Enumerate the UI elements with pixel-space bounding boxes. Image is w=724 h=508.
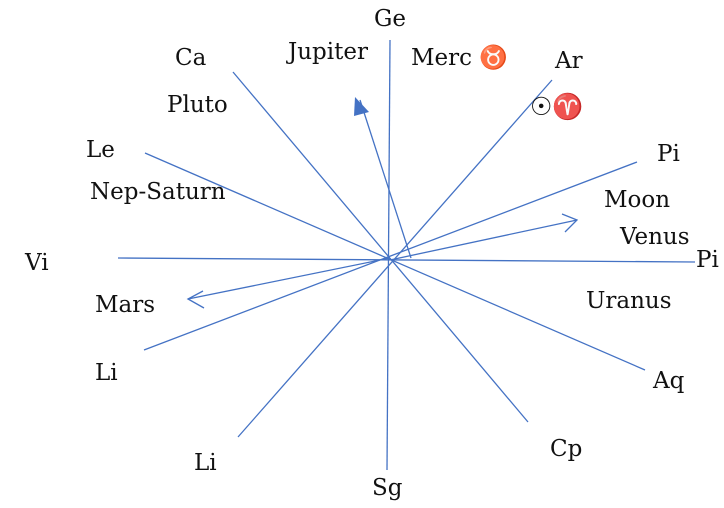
label-moon: Moon <box>604 187 671 213</box>
label-sg: Sg <box>372 475 403 501</box>
label-ar: Ar <box>555 48 583 74</box>
label-sun-aries: ☉♈ <box>530 92 584 121</box>
label-aq: Aq <box>653 368 685 394</box>
arrow-jupiter-head <box>354 97 369 116</box>
label-pi-right: Pi <box>696 247 719 273</box>
label-jupiter: Jupiter <box>288 39 368 65</box>
label-mars: Mars <box>95 292 156 318</box>
spoke-ca-cp <box>232 71 529 423</box>
spoke-pi-li <box>143 161 638 351</box>
label-ge: Ge <box>374 6 406 32</box>
label-venus: Venus <box>620 224 690 250</box>
arrow-mars <box>187 257 391 300</box>
arrow-moon <box>389 219 578 261</box>
arrow-jupiter <box>359 99 412 259</box>
spoke-vi-pi <box>117 257 696 263</box>
label-cp: Cp <box>550 436 583 462</box>
label-nep-saturn: Nep-Saturn <box>90 179 226 205</box>
arrow-moon-head <box>561 213 579 233</box>
label-pi-upper: Pi <box>657 141 680 167</box>
spoke-ge-sg <box>386 39 391 471</box>
label-pluto: Pluto <box>167 92 228 118</box>
label-le: Le <box>86 137 115 163</box>
label-uranus: Uranus <box>586 288 672 314</box>
arrow-mars-head <box>186 290 205 309</box>
label-li-left: Li <box>95 360 118 386</box>
label-vi: Vi <box>25 250 49 276</box>
label-merc: Merc ♉ <box>411 45 508 71</box>
label-ca: Ca <box>175 45 207 71</box>
spoke-le-aq <box>144 152 646 371</box>
label-li-bottom: Li <box>194 450 217 476</box>
